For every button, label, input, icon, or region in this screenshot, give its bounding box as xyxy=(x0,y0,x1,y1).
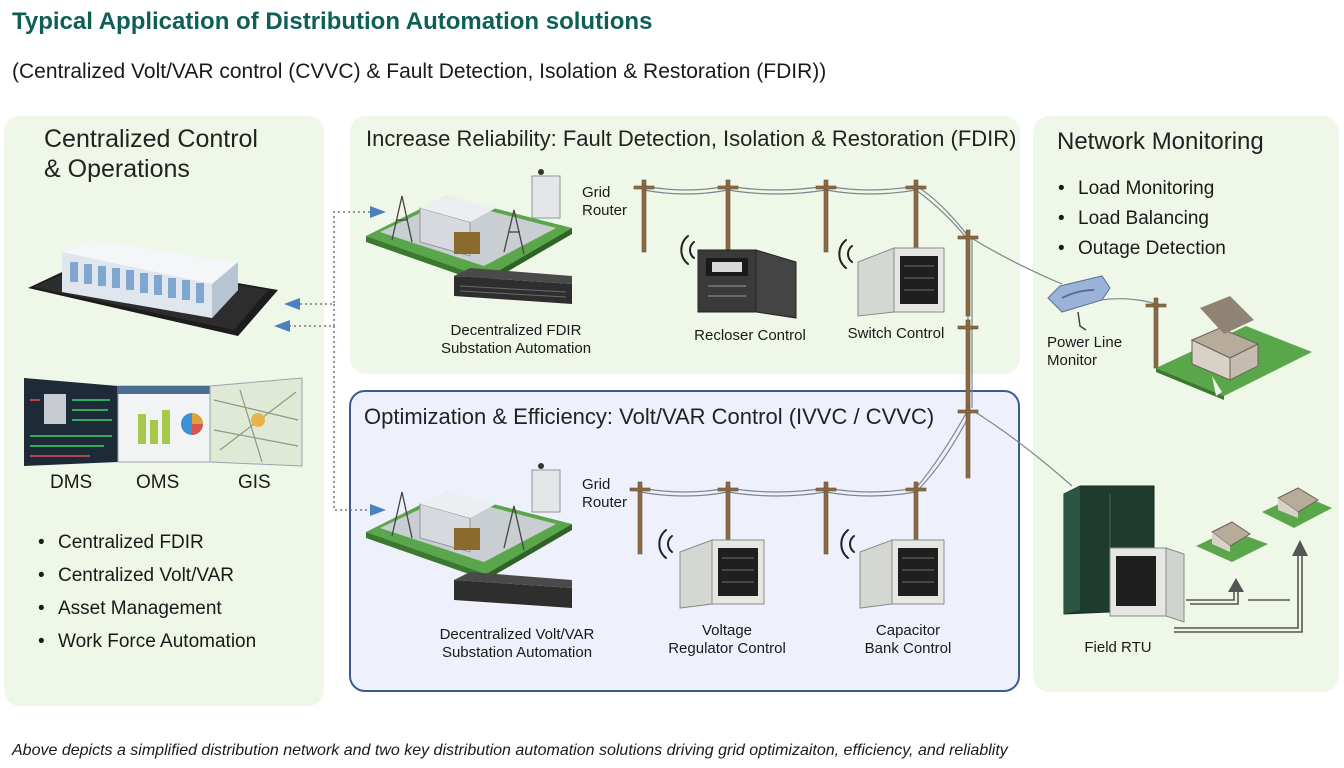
recloser-control-icon xyxy=(697,249,797,319)
centralized-capabilities-list: Centralized FDIR Centralized Volt/VAR As… xyxy=(36,532,256,664)
control-center-building-icon xyxy=(28,240,278,336)
network-monitoring-heading: Network Monitoring xyxy=(1057,128,1264,155)
field-rtu-icon xyxy=(1063,485,1185,623)
list-item: Asset Management xyxy=(36,598,256,631)
list-item: Centralized Volt/VAR xyxy=(36,565,256,598)
gis-label: GIS xyxy=(238,472,271,493)
fdir-substation-line2: Substation Automation xyxy=(440,340,592,357)
page-subtitle: (Centralized Volt/VAR control (CVVC) & F… xyxy=(12,60,827,83)
voltage-regulator-control-icon xyxy=(679,539,765,609)
recloser-control-label: Recloser Control xyxy=(694,327,806,344)
capacitor-line1: Capacitor xyxy=(875,622,941,639)
vvc-substation-line2: Substation Automation xyxy=(441,644,593,661)
fdir-substation-line1: Decentralized FDIR xyxy=(450,322,582,339)
vvc-substation-label: Decentralized Volt/VAR Substation Automa… xyxy=(426,626,608,662)
vvc-substation-icon xyxy=(366,463,572,608)
power-line-monitor-label: Power Line Monitor xyxy=(1047,334,1122,370)
gis-screen-icon xyxy=(209,377,303,467)
wireless-icon-switch xyxy=(838,239,853,269)
vvc-substation-line1: Decentralized Volt/VAR xyxy=(439,626,595,643)
power-line-monitor-icon xyxy=(1047,275,1111,331)
fdir-grid-router-label: Grid Router xyxy=(582,184,627,220)
house-icon-small-right xyxy=(1262,487,1332,528)
list-item: Load Monitoring xyxy=(1056,178,1226,208)
fdir-substation-icon xyxy=(366,169,572,304)
list-item: Load Balancing xyxy=(1056,208,1226,238)
monitor-line2: Monitor xyxy=(1047,352,1098,369)
field-rtu-label: Field RTU xyxy=(1084,639,1152,656)
centralized-control-heading-line1: Centralized Control xyxy=(44,125,258,153)
house-icon-small-left xyxy=(1196,521,1268,562)
dms-label: DMS xyxy=(50,472,93,493)
regulator-line2: Regulator Control xyxy=(668,640,786,657)
vvc-grid-router-label: Grid Router xyxy=(582,476,627,512)
list-item: Outage Detection xyxy=(1056,238,1226,268)
utility-poles xyxy=(629,179,1167,555)
fdir-router-line1: Grid xyxy=(582,184,611,201)
fdir-router-line2: Router xyxy=(582,202,628,219)
centralized-control-heading: Centralized Control & Operations xyxy=(44,124,258,184)
page-title: Typical Application of Distribution Auto… xyxy=(12,8,653,35)
figure-caption: Above depicts a simplified distribution … xyxy=(12,742,1008,759)
capacitor-bank-control-icon xyxy=(859,539,945,609)
wireless-icon-recloser xyxy=(680,235,695,265)
vvc-router-line1: Grid xyxy=(582,476,611,493)
oms-label: OMS xyxy=(136,472,180,493)
voltage-regulator-label: Voltage Regulator Control xyxy=(660,622,794,658)
capacitor-bank-label: Capacitor Bank Control xyxy=(856,622,960,658)
wireless-icon-regulator xyxy=(658,529,673,559)
oms-screen-icon xyxy=(117,385,211,463)
regulator-line1: Voltage xyxy=(701,622,753,639)
fdir-substation-label: Decentralized FDIR Substation Automation xyxy=(428,322,604,358)
house-icon-top xyxy=(1156,296,1312,400)
fdir-heading: Increase Reliability: Fault Detection, I… xyxy=(366,126,1017,151)
dms-screen-icon xyxy=(24,378,118,466)
list-item: Work Force Automation xyxy=(36,631,256,664)
volt-var-heading: Optimization & Efficiency: Volt/VAR Cont… xyxy=(364,404,935,429)
list-item: Centralized FDIR xyxy=(36,532,256,565)
monitor-line1: Power Line xyxy=(1047,334,1123,351)
switch-control-icon xyxy=(857,247,945,317)
centralized-control-heading-line2: & Operations xyxy=(44,155,190,183)
vvc-router-line2: Router xyxy=(582,494,628,511)
capacitor-line2: Bank Control xyxy=(864,640,952,657)
monitoring-capabilities-list: Load Monitoring Load Balancing Outage De… xyxy=(1056,178,1226,268)
switch-control-label: Switch Control xyxy=(847,325,945,342)
wireless-icon-capacitor xyxy=(840,529,855,559)
